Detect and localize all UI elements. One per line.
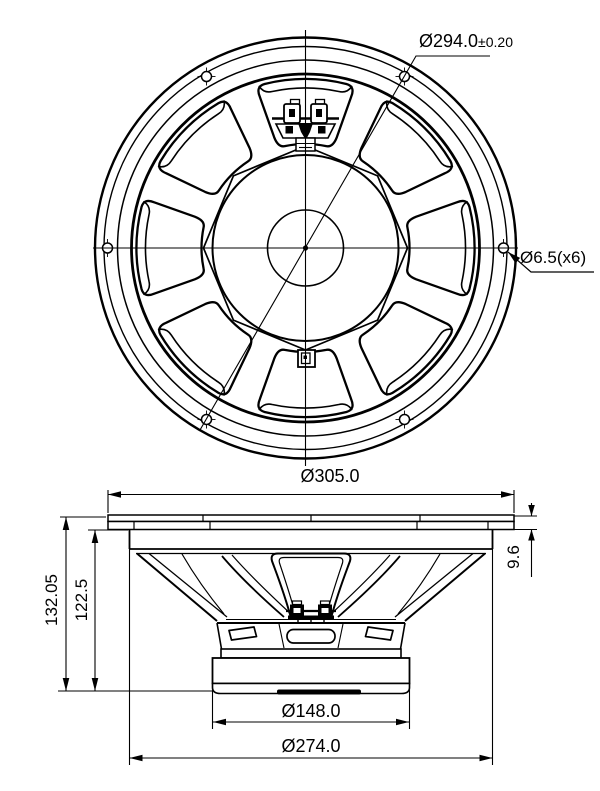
flange-depth-label: 9.6 — [504, 545, 523, 569]
bolt-circle-value: Ø294.0 — [419, 31, 478, 51]
mounting-hole-label: Ø6.5(x6) — [520, 248, 586, 267]
bolt-circle-dia-label: Ø294.0±0.20 — [419, 31, 513, 51]
leader-arrowhead — [508, 252, 521, 264]
front-view: Ø294.0±0.20 Ø6.5(x6) — [93, 30, 594, 466]
bolt-circle-dimension-line — [199, 55, 490, 431]
dimensions — [58, 490, 537, 765]
magnet-dia-label: Ø148.0 — [281, 701, 340, 721]
magnet-assembly — [211, 648, 411, 695]
basket-side — [128, 529, 494, 650]
bolt-circle-tolerance: ±0.20 — [478, 34, 513, 50]
dimension-arrows — [62, 491, 535, 762]
lead-anchor — [297, 349, 316, 368]
total-depth-label: 132.05 — [42, 574, 61, 626]
terminal-side — [286, 600, 336, 623]
body-depth-label: 122.5 — [72, 579, 91, 622]
flange-gasket — [107, 514, 515, 531]
basket-dia-label: Ø274.0 — [281, 736, 340, 756]
overall-dia-label: Ø305.0 — [300, 466, 359, 486]
side-view: Ø305.0 9.6 132.05 122.5 Ø148.0 Ø274.0 — [42, 466, 537, 765]
